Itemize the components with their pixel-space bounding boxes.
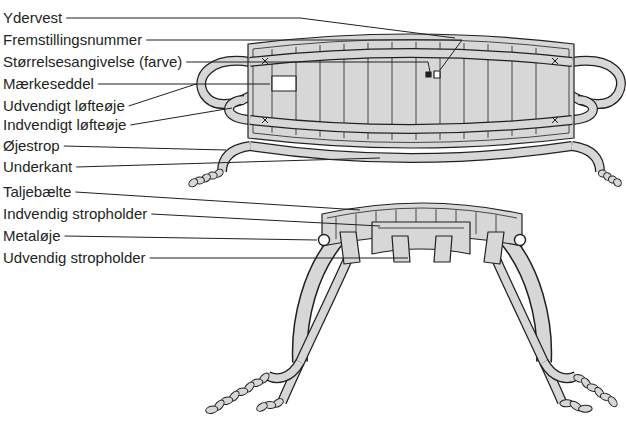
part-label: Underkant	[3, 158, 72, 176]
leader-line	[98, 84, 270, 85]
part-label: Størrelsesangivelse (farve)	[3, 53, 182, 71]
part-label: Udvendigt løfteøje	[3, 97, 125, 115]
leader-line	[151, 214, 380, 226]
part-label: Fremstillingsnummer	[3, 31, 142, 49]
leader-line	[186, 62, 430, 72]
part-label: Udvendig stropholder	[3, 249, 146, 267]
part-label: Mærkeseddel	[3, 75, 94, 93]
part-label: Indvendigt løfteøje	[3, 116, 126, 134]
leader-line	[150, 258, 408, 259]
leader-line	[130, 108, 232, 125]
part-label: Metaløje	[3, 227, 61, 245]
part-label: Taljebælte	[3, 183, 71, 201]
part-label: Øjestrop	[3, 137, 60, 155]
part-label: Ydervest	[3, 9, 62, 27]
part-label: Indvendig stropholder	[3, 205, 147, 223]
leader-line	[129, 84, 196, 106]
leader-line	[64, 146, 226, 150]
leader-line	[146, 40, 462, 70]
leader-line	[76, 158, 380, 167]
leader-line	[65, 236, 317, 240]
